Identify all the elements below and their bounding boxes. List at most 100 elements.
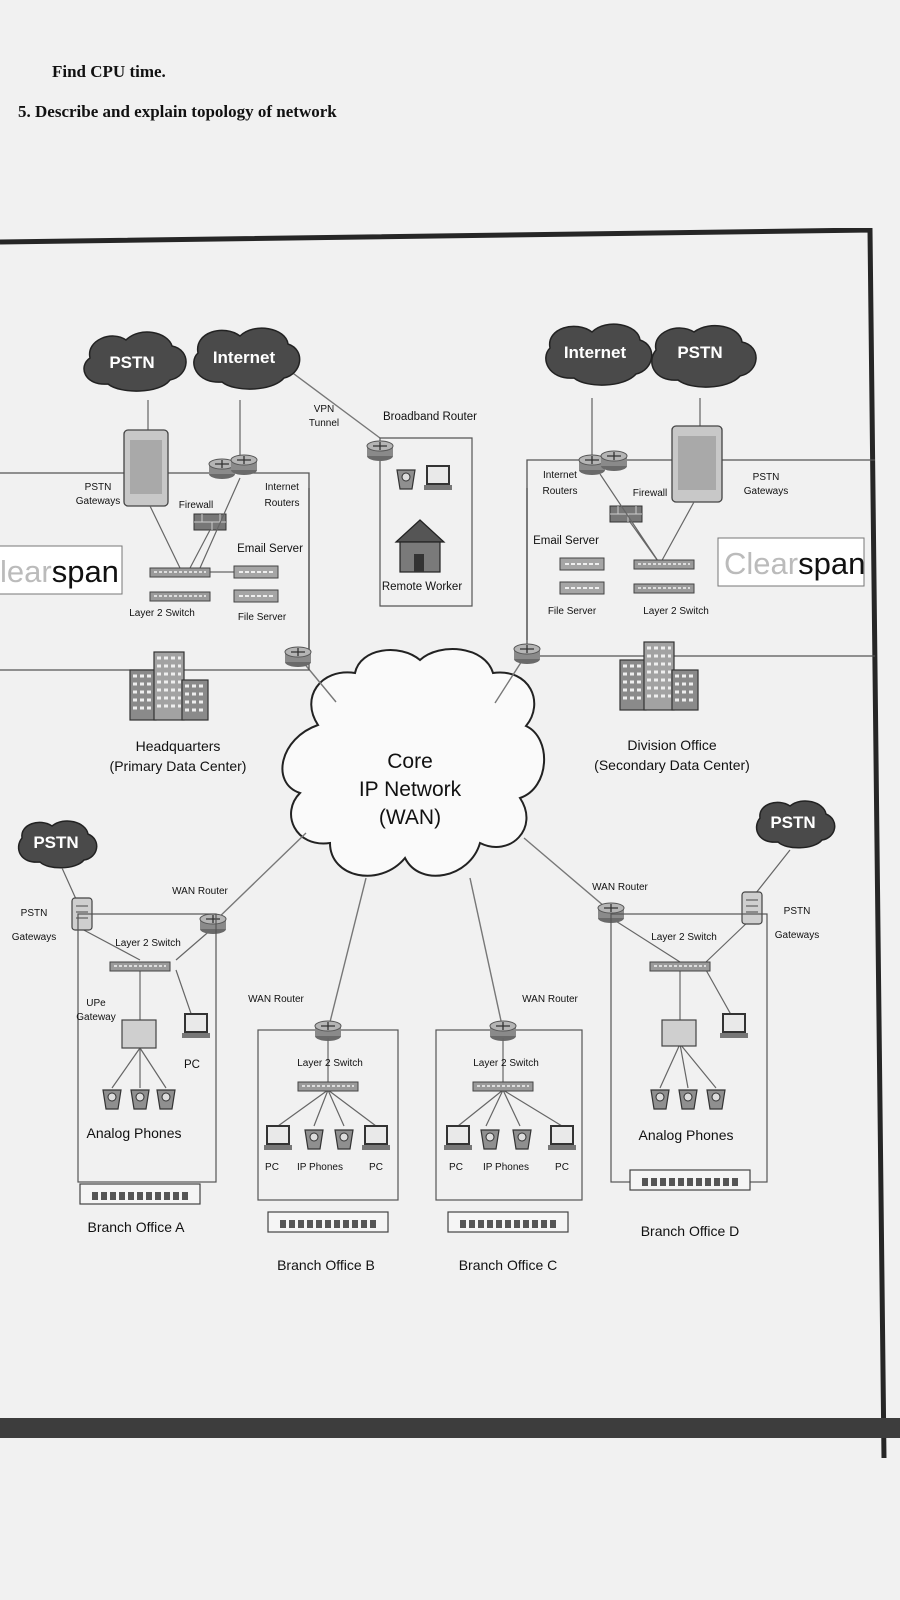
hq-firewall-label: Firewall (179, 500, 213, 511)
clearspan-logo-division: Clearspan (717, 537, 865, 587)
svg-text:Clearspan: Clearspan (724, 546, 865, 581)
branch-d-wan-router-label: WAN Router (592, 882, 648, 893)
broadband-router-label: Broadband Router (383, 411, 477, 423)
hq-site: PSTN Internet PSTN Gateways Firewall Int… (0, 327, 312, 774)
branch-d-analog-phone-2 (678, 1089, 698, 1110)
division-file-server-label: File Server (548, 606, 597, 617)
division-pstn-gateways-1: PSTN (753, 472, 780, 483)
branch-a-wan-router-icon (199, 913, 227, 935)
division-email-server-icon (559, 557, 605, 571)
branch-a-pstn-gateways-1: PSTN (21, 908, 48, 919)
branch-office-c: WAN Router Layer 2 Switch PC IP Phones P… (435, 994, 583, 1273)
pstn-cloud-branch-d: PSTN (755, 800, 836, 849)
branch-c-ip-phone-1 (480, 1129, 500, 1150)
hq-site-label-1: Headquarters (136, 738, 221, 754)
broadband-router-icon (366, 440, 394, 462)
internet-label-hq: Internet (213, 348, 276, 367)
branch-b-pc1-label: PC (265, 1162, 279, 1173)
branch-a-upe-label-1: UPe (86, 998, 106, 1009)
pstn-label-branch-d: PSTN (770, 813, 815, 832)
branch-d-pstn-gateway-icon (741, 891, 763, 925)
pstn-label-branch-a: PSTN (33, 833, 78, 852)
core-wan-cloud: Core IP Network (WAN) (281, 648, 546, 877)
branch-b-wan-router-label: WAN Router (248, 994, 304, 1005)
branch-a-upe-label-2: Gateway (76, 1012, 115, 1023)
division-site-label-2: (Secondary Data Center) (594, 757, 750, 773)
hq-internet-routers-1: Internet (265, 482, 299, 493)
division-layer2-switch-label: Layer 2 Switch (643, 606, 709, 617)
division-site: Internet PSTN Internet Routers Firewall … (513, 323, 875, 773)
pstn-cloud-hq: PSTN (83, 331, 187, 392)
branch-d-pc-icon (719, 1013, 749, 1039)
remote-worker-label: Remote Worker (382, 581, 462, 593)
branch-a-pc-label: PC (184, 1059, 200, 1071)
remote-worker-site: VPN Tunnel Broadband Router Remote Worke… (309, 404, 477, 607)
email-server-icon-hq (233, 565, 279, 579)
branch-a-layer2-switch-label: Layer 2 Switch (115, 938, 181, 949)
internet-cloud-division: Internet (545, 323, 653, 386)
question-text-cpu: Find CPU time. (52, 62, 166, 81)
branch-c-ip-phone-2 (512, 1129, 532, 1150)
branch-a-patch-panel-icon (80, 1184, 200, 1204)
branch-a-pc-icon (181, 1013, 211, 1039)
division-building-icon (618, 640, 700, 712)
internet-cloud-hq: Internet (193, 327, 301, 390)
file-server-icon-hq (233, 589, 279, 603)
branch-b-pc1-icon (263, 1125, 293, 1151)
division-wan-router-icon (513, 643, 541, 665)
branch-office-d: PSTN WAN Router Layer 2 Switch PSTN Gate… (592, 800, 836, 1239)
division-pstn-gateway-icon (671, 425, 723, 503)
branch-a-analog-phone-2 (130, 1089, 150, 1110)
branch-office-a: PSTN PSTN Gateways WAN Router Layer 2 Sw… (12, 820, 229, 1235)
clearspan-dark-division: span (798, 546, 865, 581)
branch-c-pc2-label: PC (555, 1162, 569, 1173)
branch-b-switch-icon (297, 1081, 359, 1092)
division-internet-router-2 (600, 450, 628, 472)
house-icon (394, 519, 446, 573)
division-internet-routers-1: Internet (543, 470, 577, 481)
core-label-3: (WAN) (379, 806, 441, 829)
remote-pc-icon (423, 465, 453, 491)
internet-router-icon-2 (230, 454, 258, 476)
branch-b-layer2-switch-label: Layer 2 Switch (297, 1058, 363, 1069)
branch-d-pstn-gateways-2: Gateways (775, 930, 819, 941)
branch-b-name: Branch Office B (277, 1257, 375, 1273)
remote-ip-phone-icon (396, 469, 416, 490)
division-switch-icon-2 (633, 583, 695, 594)
branch-a-analog-phone-1 (102, 1089, 122, 1110)
branch-c-wan-router-label: WAN Router (522, 994, 578, 1005)
pstn-cloud-branch-a: PSTN (17, 820, 98, 869)
page-frame (0, 228, 900, 1458)
branch-d-patch-panel-icon (630, 1170, 750, 1190)
hq-layer2-switch-label: Layer 2 Switch (129, 608, 195, 619)
branch-a-upe-gateway-icon (121, 1019, 157, 1049)
branch-d-analog-phone-3 (706, 1089, 726, 1110)
branch-c-pc2-icon (547, 1125, 577, 1151)
branch-b-pc2-icon (361, 1125, 391, 1151)
pstn-cloud-division: PSTN (651, 324, 757, 388)
hq-site-label-2: (Primary Data Center) (110, 758, 247, 774)
clearspan-logo-hq: learspan (0, 545, 123, 595)
question-text-topology: 5. Describe and explain topology of netw… (18, 102, 337, 121)
branch-b-ip-phone-1 (304, 1129, 324, 1150)
branch-a-name: Branch Office A (87, 1219, 185, 1235)
branch-a-analog-phone-3 (156, 1089, 176, 1110)
division-email-server-label: Email Server (533, 535, 599, 547)
clearspan-dark-hq: span (52, 554, 119, 589)
clearspan-light-hq: lear (0, 554, 52, 589)
branch-a-wan-router-label: WAN Router (172, 886, 228, 897)
branch-d-gateway-icon (661, 1019, 697, 1047)
hq-internet-routers-2: Routers (264, 498, 299, 509)
branch-a-pstn-gateways-2: Gateways (12, 932, 56, 943)
vpn-label-1: VPN (314, 404, 335, 415)
hq-pstn-gateways-1: PSTN (85, 482, 112, 493)
branch-d-pstn-gateways-1: PSTN (784, 906, 811, 917)
hq-email-server-label: Email Server (237, 543, 303, 555)
pstn-label-division: PSTN (677, 343, 722, 362)
layer2-switch-icon-hq (149, 567, 211, 578)
branch-a-analog-phones-label: Analog Phones (87, 1125, 182, 1141)
clearspan-light-division: Clear (724, 546, 798, 581)
branch-d-layer2-switch-label: Layer 2 Switch (651, 932, 717, 943)
hq-pstn-gateways-2: Gateways (76, 496, 120, 507)
branch-c-pc1-icon (443, 1125, 473, 1151)
